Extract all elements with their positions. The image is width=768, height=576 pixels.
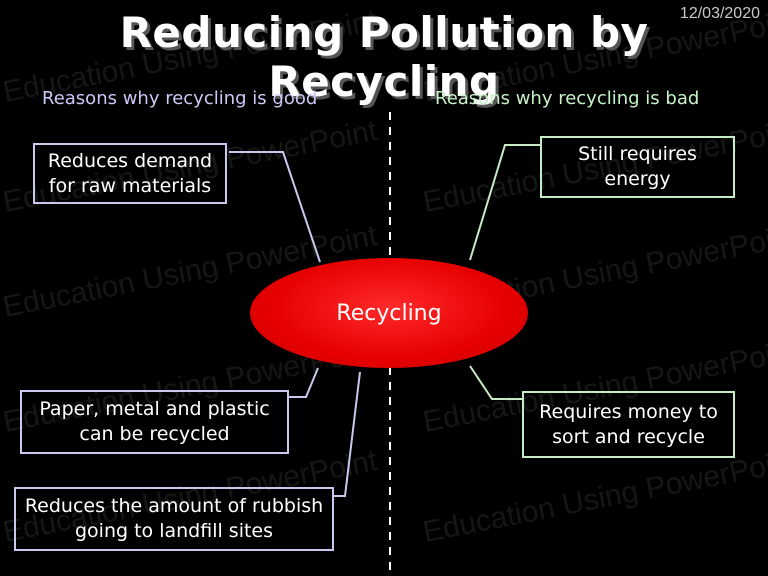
good-reason-box: Paper, metal and plastic can be recycled — [20, 390, 289, 454]
good-reason-box: Reduces the amount of rubbish going to l… — [14, 487, 334, 551]
connector-bad-2 — [469, 365, 522, 400]
bad-reason-box: Requires money to sort and recycle — [522, 391, 735, 458]
recycling-oval: Recycling — [250, 258, 528, 368]
center-label: Recycling — [336, 300, 442, 326]
good-reason-box: Reduces demand for raw materials — [33, 143, 227, 204]
heading-good-reasons: Reasons why recycling is good — [42, 88, 318, 109]
connector-good-2 — [289, 367, 319, 398]
bad-reason-box: Still requires energy — [540, 136, 735, 198]
heading-bad-reasons: Reasons why recycling is bad — [435, 88, 700, 109]
good-reason-text: Paper, metal and plastic can be recycled — [39, 398, 270, 445]
slide-title: Reducing Pollution by Recycling — [119, 8, 649, 106]
bad-reason-text: Still requires energy — [578, 143, 697, 190]
good-reason-text: Reduces the amount of rubbish going to l… — [24, 495, 324, 542]
connector-good-3 — [333, 371, 361, 497]
slide-date: 12/03/2020 — [679, 5, 760, 22]
connector-good-1 — [229, 151, 321, 263]
bad-reason-text: Requires money to sort and recycle — [539, 400, 718, 448]
connector-bad-1 — [469, 144, 540, 261]
good-reason-text: Reduces demand for raw materials — [47, 149, 213, 197]
